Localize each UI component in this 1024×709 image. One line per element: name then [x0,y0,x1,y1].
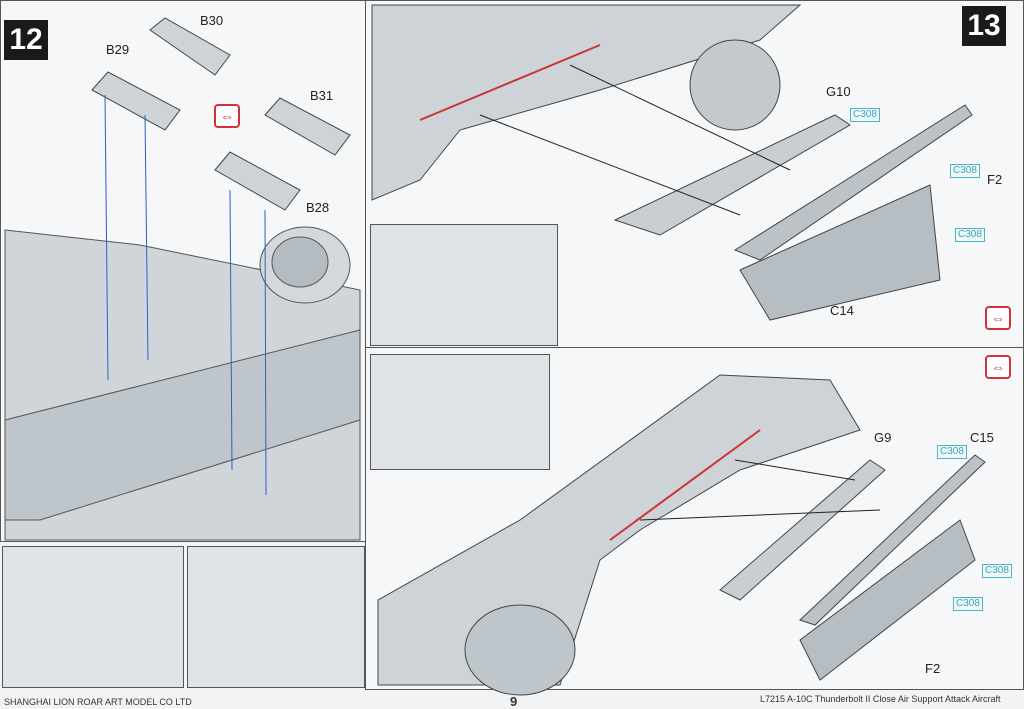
part-g9-label: G9 [874,430,892,445]
paint-code-c308: C308 [950,164,980,178]
flip-icon-step13-lower: ⇔ [985,355,1011,379]
paint-code-c308: C308 [982,564,1012,578]
part-b31-label: B31 [310,88,334,103]
flip-icon-step12: ⇔ [214,104,240,128]
part-b29-label: B29 [106,42,130,57]
part-c14-label: C14 [830,303,854,318]
detail-inset-lower [370,354,550,470]
step-12-number: 12 [4,20,48,60]
footer-company: SHANGHAI LION ROAR ART MODEL CO LTD [4,697,192,707]
paint-code-c308: C308 [955,228,985,242]
step-13-number: 13 [962,6,1006,46]
part-f2-label: F2 [987,172,1003,187]
paint-code-c308: C308 [953,597,983,611]
paint-code-c308: C308 [850,108,880,122]
part-g10-label: G10 [826,84,851,99]
footer-page-number: 9 [510,694,518,709]
footer-product: L7215 A-10C Thunderbolt II Close Air Sup… [760,694,1001,704]
flip-icon-step13-upper: ⇔ [985,306,1011,330]
detail-inset-right [187,546,365,688]
part-f2-label: F2 [925,661,941,676]
part-b30-label: B30 [200,13,224,28]
detail-inset-left [2,546,184,688]
paint-code-c308: C308 [937,445,967,459]
part-b28-label: B28 [306,200,330,215]
part-c15-label: C15 [970,430,994,445]
detail-inset-upper [370,224,558,346]
